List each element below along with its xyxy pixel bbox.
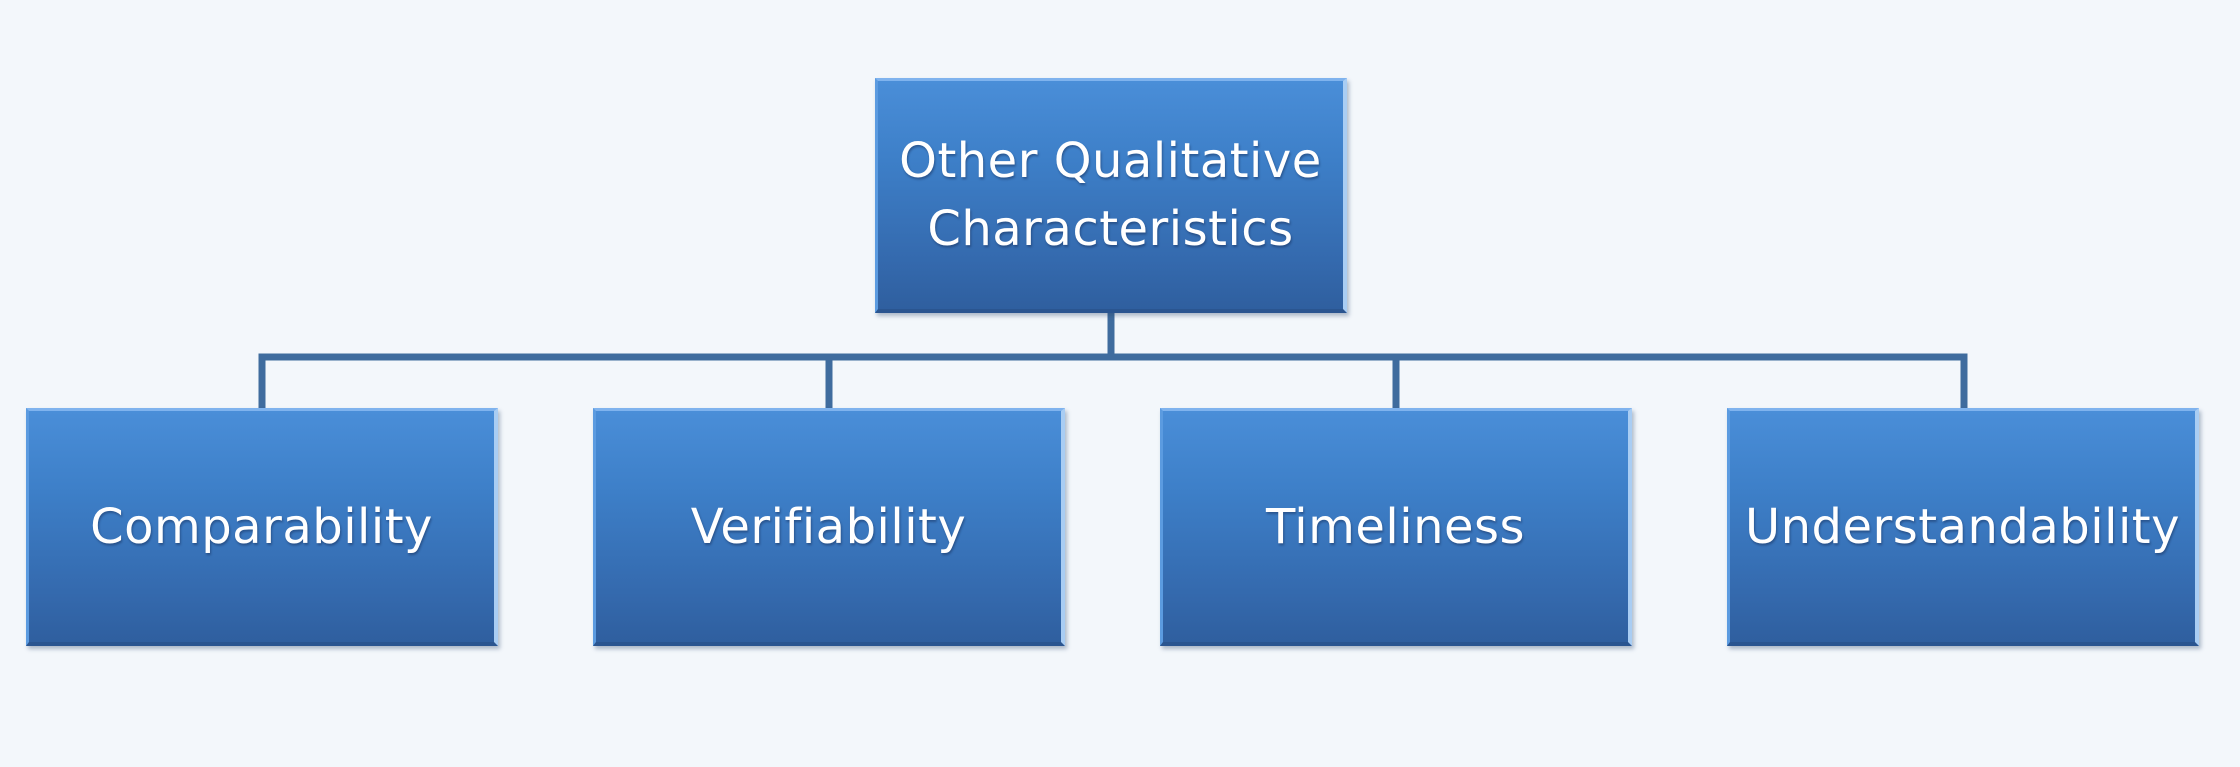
child-node-comparability: Comparability bbox=[26, 408, 498, 646]
child-node-label: Comparability bbox=[90, 498, 433, 555]
child-node-understandability: Understandability bbox=[1727, 408, 2199, 646]
root-node-box: Other Qualitative Characteristics bbox=[875, 78, 1347, 313]
child-node-verifiability: Verifiability bbox=[593, 408, 1065, 646]
root-node-label: Other Qualitative Characteristics bbox=[899, 133, 1322, 257]
child-node-label: Understandability bbox=[1744, 498, 2181, 555]
child-node-timeliness: Timeliness bbox=[1160, 408, 1632, 646]
child-node-label: Timeliness bbox=[1265, 498, 1526, 555]
child-node-label: Verifiability bbox=[690, 498, 967, 555]
